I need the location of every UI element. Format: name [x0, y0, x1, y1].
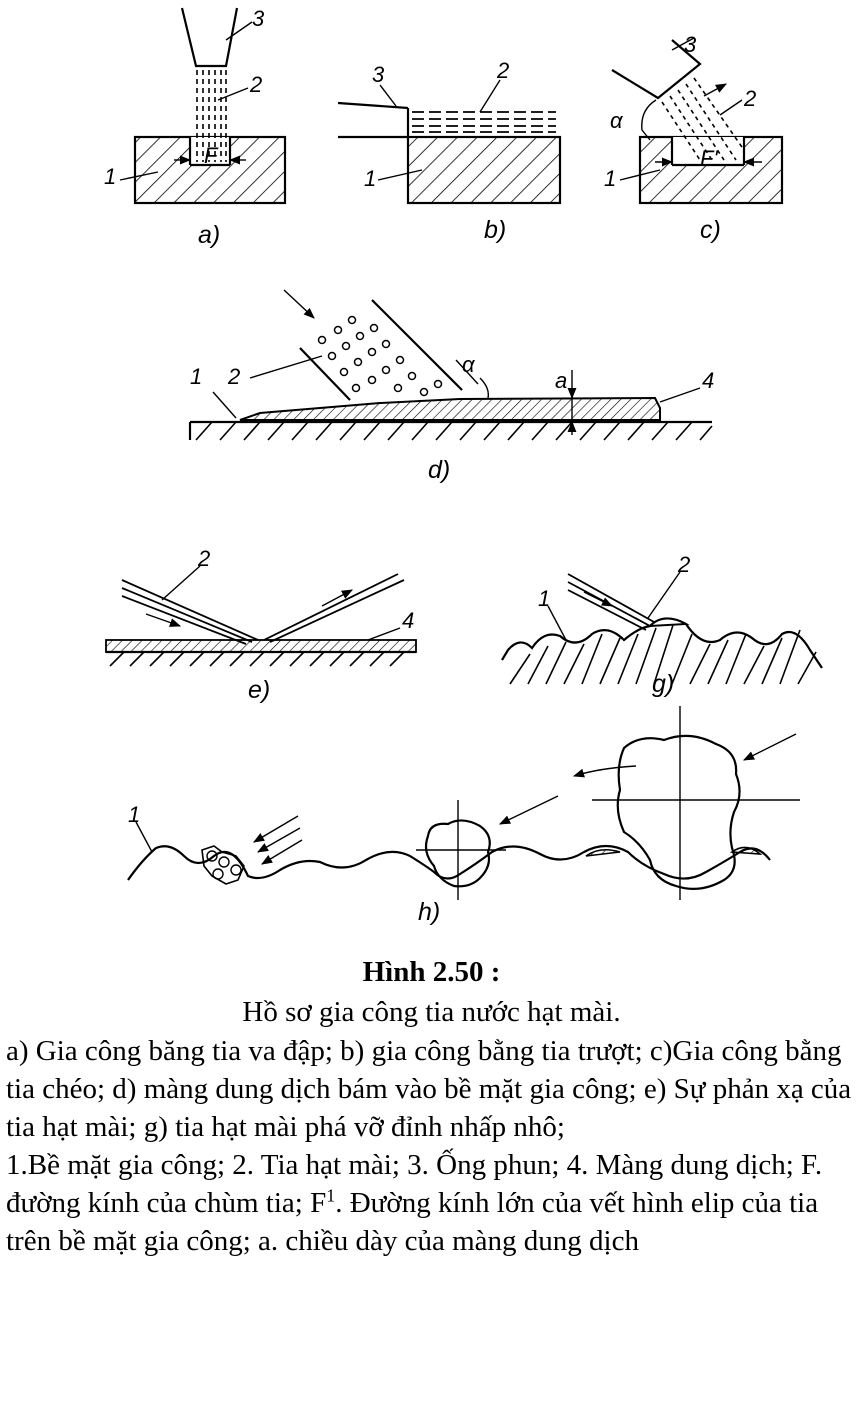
panel-c-jet	[661, 77, 745, 161]
figure-caption: Hình 2.50 : Hồ sơ gia công tia nước hạt …	[0, 952, 863, 1260]
panel-e-jet-in	[121, 579, 259, 645]
panel-e-jet-out	[263, 573, 405, 643]
panel-g: 2 1 g)	[501, 552, 823, 698]
panel-d-label-a: a	[555, 368, 567, 393]
panel-a-nozzle	[180, 7, 239, 68]
panel-b-label-2: 2	[496, 58, 509, 83]
panel-g-label-1: 1	[538, 586, 550, 611]
panel-h-particles	[201, 845, 245, 885]
panel-c-nozzle	[611, 39, 702, 100]
panel-g-sublabel: g)	[652, 670, 674, 698]
panel-h-label-1: 1	[128, 802, 140, 827]
panel-a: 3 2 1 F a)	[104, 6, 287, 249]
panel-h-sublabel: h)	[418, 898, 440, 926]
description-part1: a) Gia công băng tia va đập; b) gia công…	[6, 1035, 852, 1219]
panel-b: 3 2 1 b)	[337, 58, 562, 244]
panel-h-bubble-small	[424, 819, 491, 888]
panel-c-label-alpha: α	[610, 108, 624, 133]
figure-diagram: 3 2 1 F a) 3 2 1 b)	[104, 6, 823, 926]
panel-c: 3 2 α F' 1 c)	[604, 32, 784, 244]
panel-d-film	[239, 396, 661, 421]
panel-d-sublabel: d)	[428, 456, 450, 484]
panel-a-jet	[196, 70, 227, 162]
panel-e-label-2: 2	[197, 546, 210, 571]
panel-e-label-4: 4	[402, 608, 414, 633]
panel-a-sublabel: a)	[198, 221, 220, 249]
panel-c-sublabel: c)	[700, 216, 721, 244]
figure-title: Hình 2.50 :	[362, 956, 501, 988]
panel-c-label-1: 1	[604, 166, 616, 191]
panel-g-jet	[567, 573, 655, 631]
panel-b-jet	[412, 111, 556, 133]
panel-b-sublabel: b)	[484, 216, 506, 244]
panel-e-sublabel: e)	[248, 676, 270, 704]
panel-d-workpiece	[190, 422, 710, 438]
panel-d-jet	[299, 299, 463, 401]
description-superscript: 1	[326, 1185, 336, 1206]
panel-c-label-f1: F'	[700, 146, 718, 171]
panel-g-label-2: 2	[677, 552, 690, 577]
panel-d: 1 2 α a 4 d)	[188, 289, 714, 484]
panel-e: 2 4 e)	[105, 546, 417, 704]
panel-h-surface	[127, 844, 771, 881]
panel-b-workpiece	[406, 135, 562, 205]
panel-d-label-2: 2	[227, 364, 240, 389]
panel-e-film	[105, 639, 417, 653]
panel-b-label-3: 3	[372, 62, 385, 87]
panel-b-label-1: 1	[364, 166, 376, 191]
panel-h: 1 h)	[127, 706, 800, 926]
panel-c-label-3: 3	[684, 32, 697, 57]
panel-d-label-4: 4	[702, 368, 714, 393]
panel-h-bubble-large	[616, 734, 741, 891]
panel-d-label-1: 1	[190, 364, 202, 389]
panel-a-label-f: F	[204, 143, 219, 168]
panel-a-label-3: 3	[252, 6, 265, 31]
figure-description: a) Gia công băng tia va đập; b) gia công…	[0, 1032, 863, 1260]
panel-d-label-alpha: α	[462, 352, 476, 377]
description-part2: . Đường kính lớn của vết hình elip của t…	[6, 1187, 819, 1257]
panel-a-label-1: 1	[104, 164, 116, 189]
panel-d-hatch	[195, 421, 713, 441]
figure-subtitle: Hồ sơ gia công tia nước hạt mài.	[242, 996, 621, 1028]
panel-a-label-2: 2	[249, 72, 262, 97]
panel-c-label-2: 2	[743, 86, 756, 111]
